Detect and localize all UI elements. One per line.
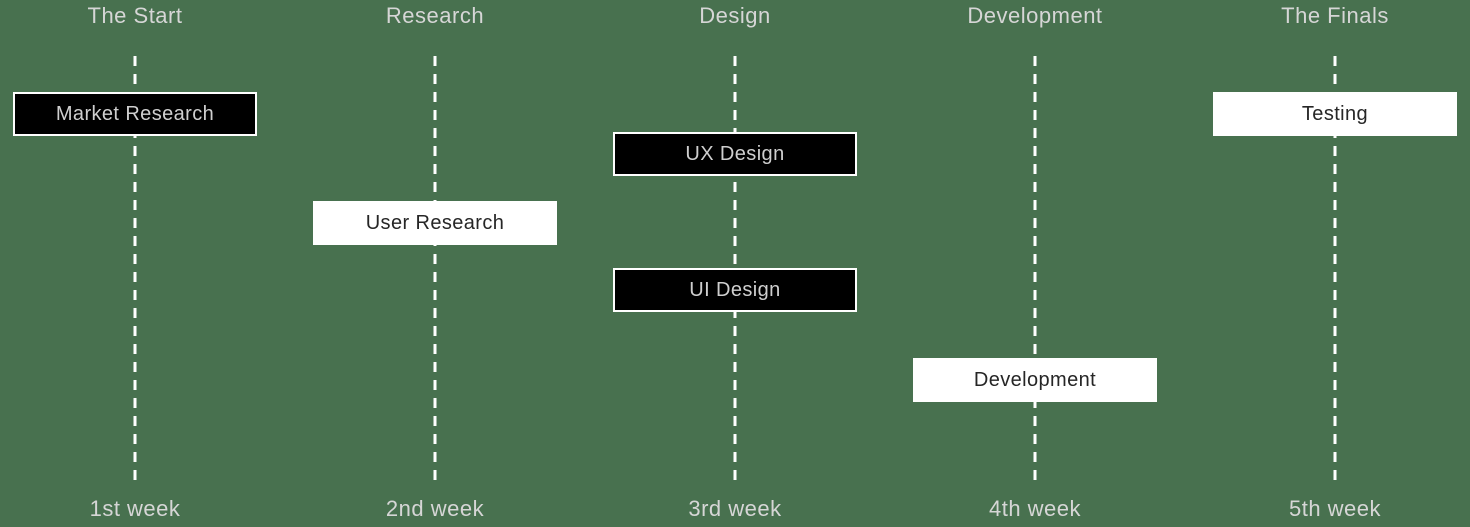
timeline-dashed-line <box>1333 56 1337 480</box>
timeline-dashed-line <box>433 56 437 480</box>
timeline-dashed-line <box>1033 56 1037 480</box>
column-title: Design <box>699 3 771 28</box>
week-label: 5th week <box>1288 496 1382 521</box>
week-label: 2nd week <box>385 496 485 521</box>
task-market-research: Market Research <box>13 92 257 136</box>
timeline-column-development: Development Development 4th week <box>885 0 1185 527</box>
column-title: Research <box>385 3 485 28</box>
timeline-dashed-line <box>133 56 137 480</box>
task-development: Development <box>913 358 1157 402</box>
timeline-column-research: Research User Research 2nd week <box>285 0 585 527</box>
timeline-column-design: Design UX Design UI Design 3rd week <box>585 0 885 527</box>
task-ux-design: UX Design <box>613 132 857 176</box>
week-label: 3rd week <box>688 496 782 521</box>
column-title: The Start <box>87 3 183 28</box>
column-title: Development <box>967 3 1103 28</box>
task-user-research: User Research <box>313 201 557 245</box>
column-title: The Finals <box>1281 3 1389 28</box>
task-testing: Testing <box>1213 92 1457 136</box>
timeline-column-the-start: The Start Market Research 1st week <box>0 0 285 527</box>
timeline-column-the-finals: The Finals Testing 5th week <box>1185 0 1470 527</box>
week-label: 1st week <box>89 496 181 521</box>
task-ui-design: UI Design <box>613 268 857 312</box>
week-label: 4th week <box>988 496 1082 521</box>
